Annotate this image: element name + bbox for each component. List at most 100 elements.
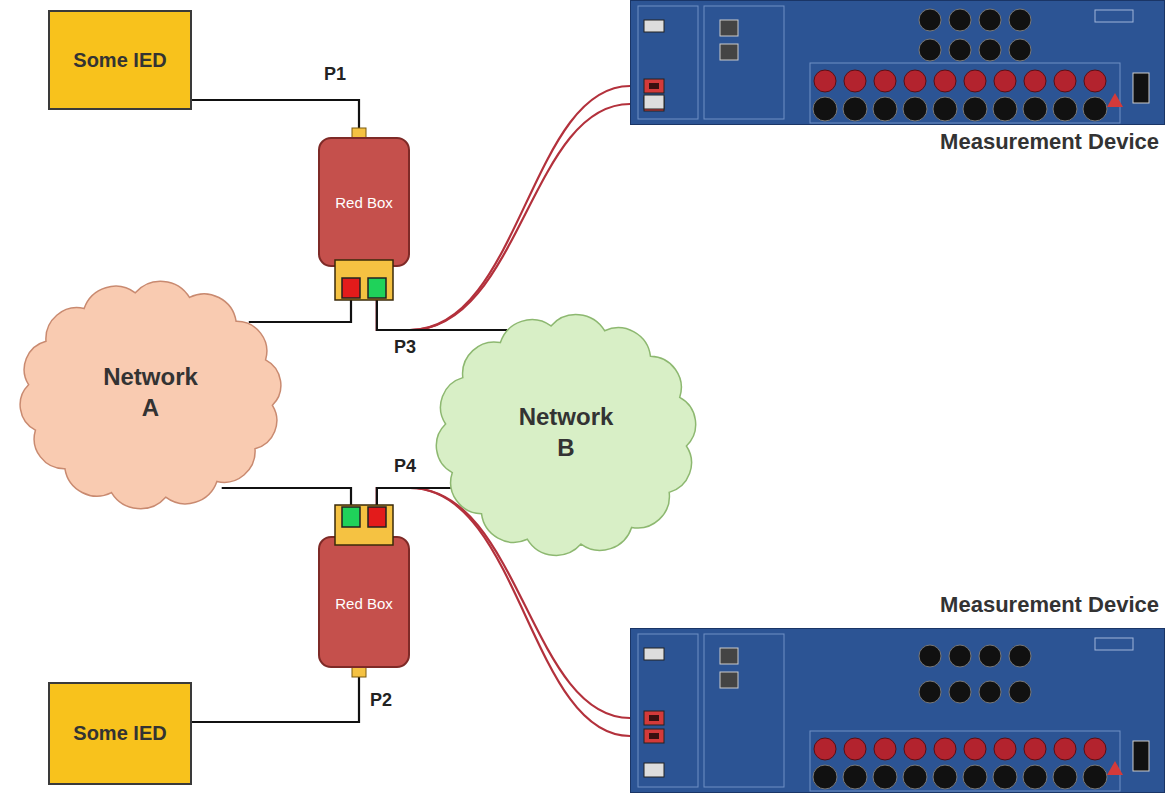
- jack-socket: [1054, 70, 1076, 92]
- warning-symbol: [1107, 93, 1123, 107]
- network-link: [377, 488, 451, 505]
- redbox-port: [342, 507, 360, 527]
- jack-socket: [1009, 9, 1031, 31]
- panel-module: [704, 6, 784, 119]
- panel-connector: [644, 20, 664, 32]
- redbox-port: [368, 278, 386, 298]
- jack-socket: [873, 765, 897, 789]
- jack-socket: [1053, 765, 1077, 789]
- jack-socket: [1053, 97, 1077, 121]
- jack-socket: [814, 738, 836, 760]
- ied-box: Some IED: [48, 682, 192, 785]
- jack-socket: [904, 70, 926, 92]
- redbox-label: Red Box: [324, 156, 404, 248]
- jack-socket: [1023, 97, 1047, 121]
- cloud-outline: [436, 315, 695, 556]
- device-panel: [630, 0, 1165, 125]
- port-label: P4: [392, 456, 418, 477]
- jack-socket: [874, 70, 896, 92]
- jack-socket: [979, 39, 1001, 61]
- network-cloud: Network A: [8, 272, 293, 518]
- panel-module: [638, 6, 698, 119]
- measurement-cable: [377, 86, 630, 330]
- redbox-label: Red Box: [324, 553, 404, 653]
- link-line: [377, 300, 507, 330]
- ethernet-port: [644, 711, 664, 725]
- panel-connector: [644, 95, 664, 109]
- network-port: [720, 672, 738, 688]
- jack-socket: [844, 70, 866, 92]
- redbox-device: Red Box: [318, 505, 410, 677]
- network-port: [720, 44, 738, 60]
- redbox-port-band: [335, 505, 393, 545]
- jack-socket: [979, 645, 1001, 667]
- jack-socket: [1084, 738, 1106, 760]
- jack-socket: [814, 70, 836, 92]
- jack-socket: [1009, 39, 1031, 61]
- ied-box: Some IED: [48, 10, 192, 110]
- network-port: [720, 20, 738, 36]
- jack-panel: [810, 63, 1120, 123]
- jack-socket: [919, 9, 941, 31]
- ethernet-port-socket: [649, 83, 659, 89]
- jack-socket: [1054, 738, 1076, 760]
- redbox-body: [319, 537, 409, 667]
- jack-socket: [993, 765, 1017, 789]
- jack-socket: [1083, 97, 1107, 121]
- jack-socket: [1009, 645, 1031, 667]
- jack-socket: [949, 39, 971, 61]
- jack-socket: [919, 39, 941, 61]
- jack-socket: [873, 97, 897, 121]
- network-link: [249, 300, 351, 322]
- jack-socket: [933, 765, 957, 789]
- jack-socket: [963, 97, 987, 121]
- network-link: [192, 100, 359, 128]
- jack-socket: [903, 765, 927, 789]
- jack-socket: [964, 70, 986, 92]
- jack-socket: [903, 97, 927, 121]
- jack-socket: [1009, 681, 1031, 703]
- cable-wire: [377, 104, 630, 330]
- link-line: [377, 488, 451, 505]
- panel-connector: [644, 648, 664, 660]
- jack-socket: [874, 738, 896, 760]
- network-cloud: Network B: [425, 305, 707, 565]
- panel-badge: [1095, 10, 1133, 22]
- jack-socket: [949, 9, 971, 31]
- network-label: Network B: [514, 401, 619, 463]
- jack-socket: [1023, 765, 1047, 789]
- measurement-device: Measurement Device: [630, 588, 1165, 793]
- jack-socket: [844, 738, 866, 760]
- jack-socket: [933, 97, 957, 121]
- port-label: P1: [322, 64, 348, 85]
- jack-socket: [843, 765, 867, 789]
- network-label: Network A: [96, 361, 206, 423]
- redbox-port: [342, 278, 360, 298]
- jack-socket: [813, 765, 837, 789]
- panel-connector: [644, 763, 664, 777]
- panel-badge: [1095, 638, 1133, 650]
- link-line: [192, 677, 359, 722]
- redbox-port-band: [335, 260, 393, 300]
- network-link: [377, 300, 507, 330]
- redbox-shape: [318, 505, 410, 677]
- link-line: [192, 100, 359, 128]
- jack-socket: [934, 738, 956, 760]
- jack-socket: [964, 738, 986, 760]
- cable-wire: [377, 86, 630, 330]
- panel-module: [638, 634, 698, 787]
- jack-socket: [919, 645, 941, 667]
- jack-socket: [1024, 738, 1046, 760]
- jack-socket: [949, 645, 971, 667]
- device-heading: Measurement Device: [940, 129, 1159, 155]
- device-heading: Measurement Device: [940, 592, 1159, 618]
- panel-body: [631, 1, 1165, 125]
- link-line: [222, 488, 351, 505]
- network-link: [192, 677, 359, 722]
- redbox-device: Red Box: [318, 128, 410, 300]
- redbox-port: [368, 507, 386, 527]
- jack-socket: [904, 738, 926, 760]
- jack-panel: [810, 731, 1120, 791]
- jack-socket: [1024, 70, 1046, 92]
